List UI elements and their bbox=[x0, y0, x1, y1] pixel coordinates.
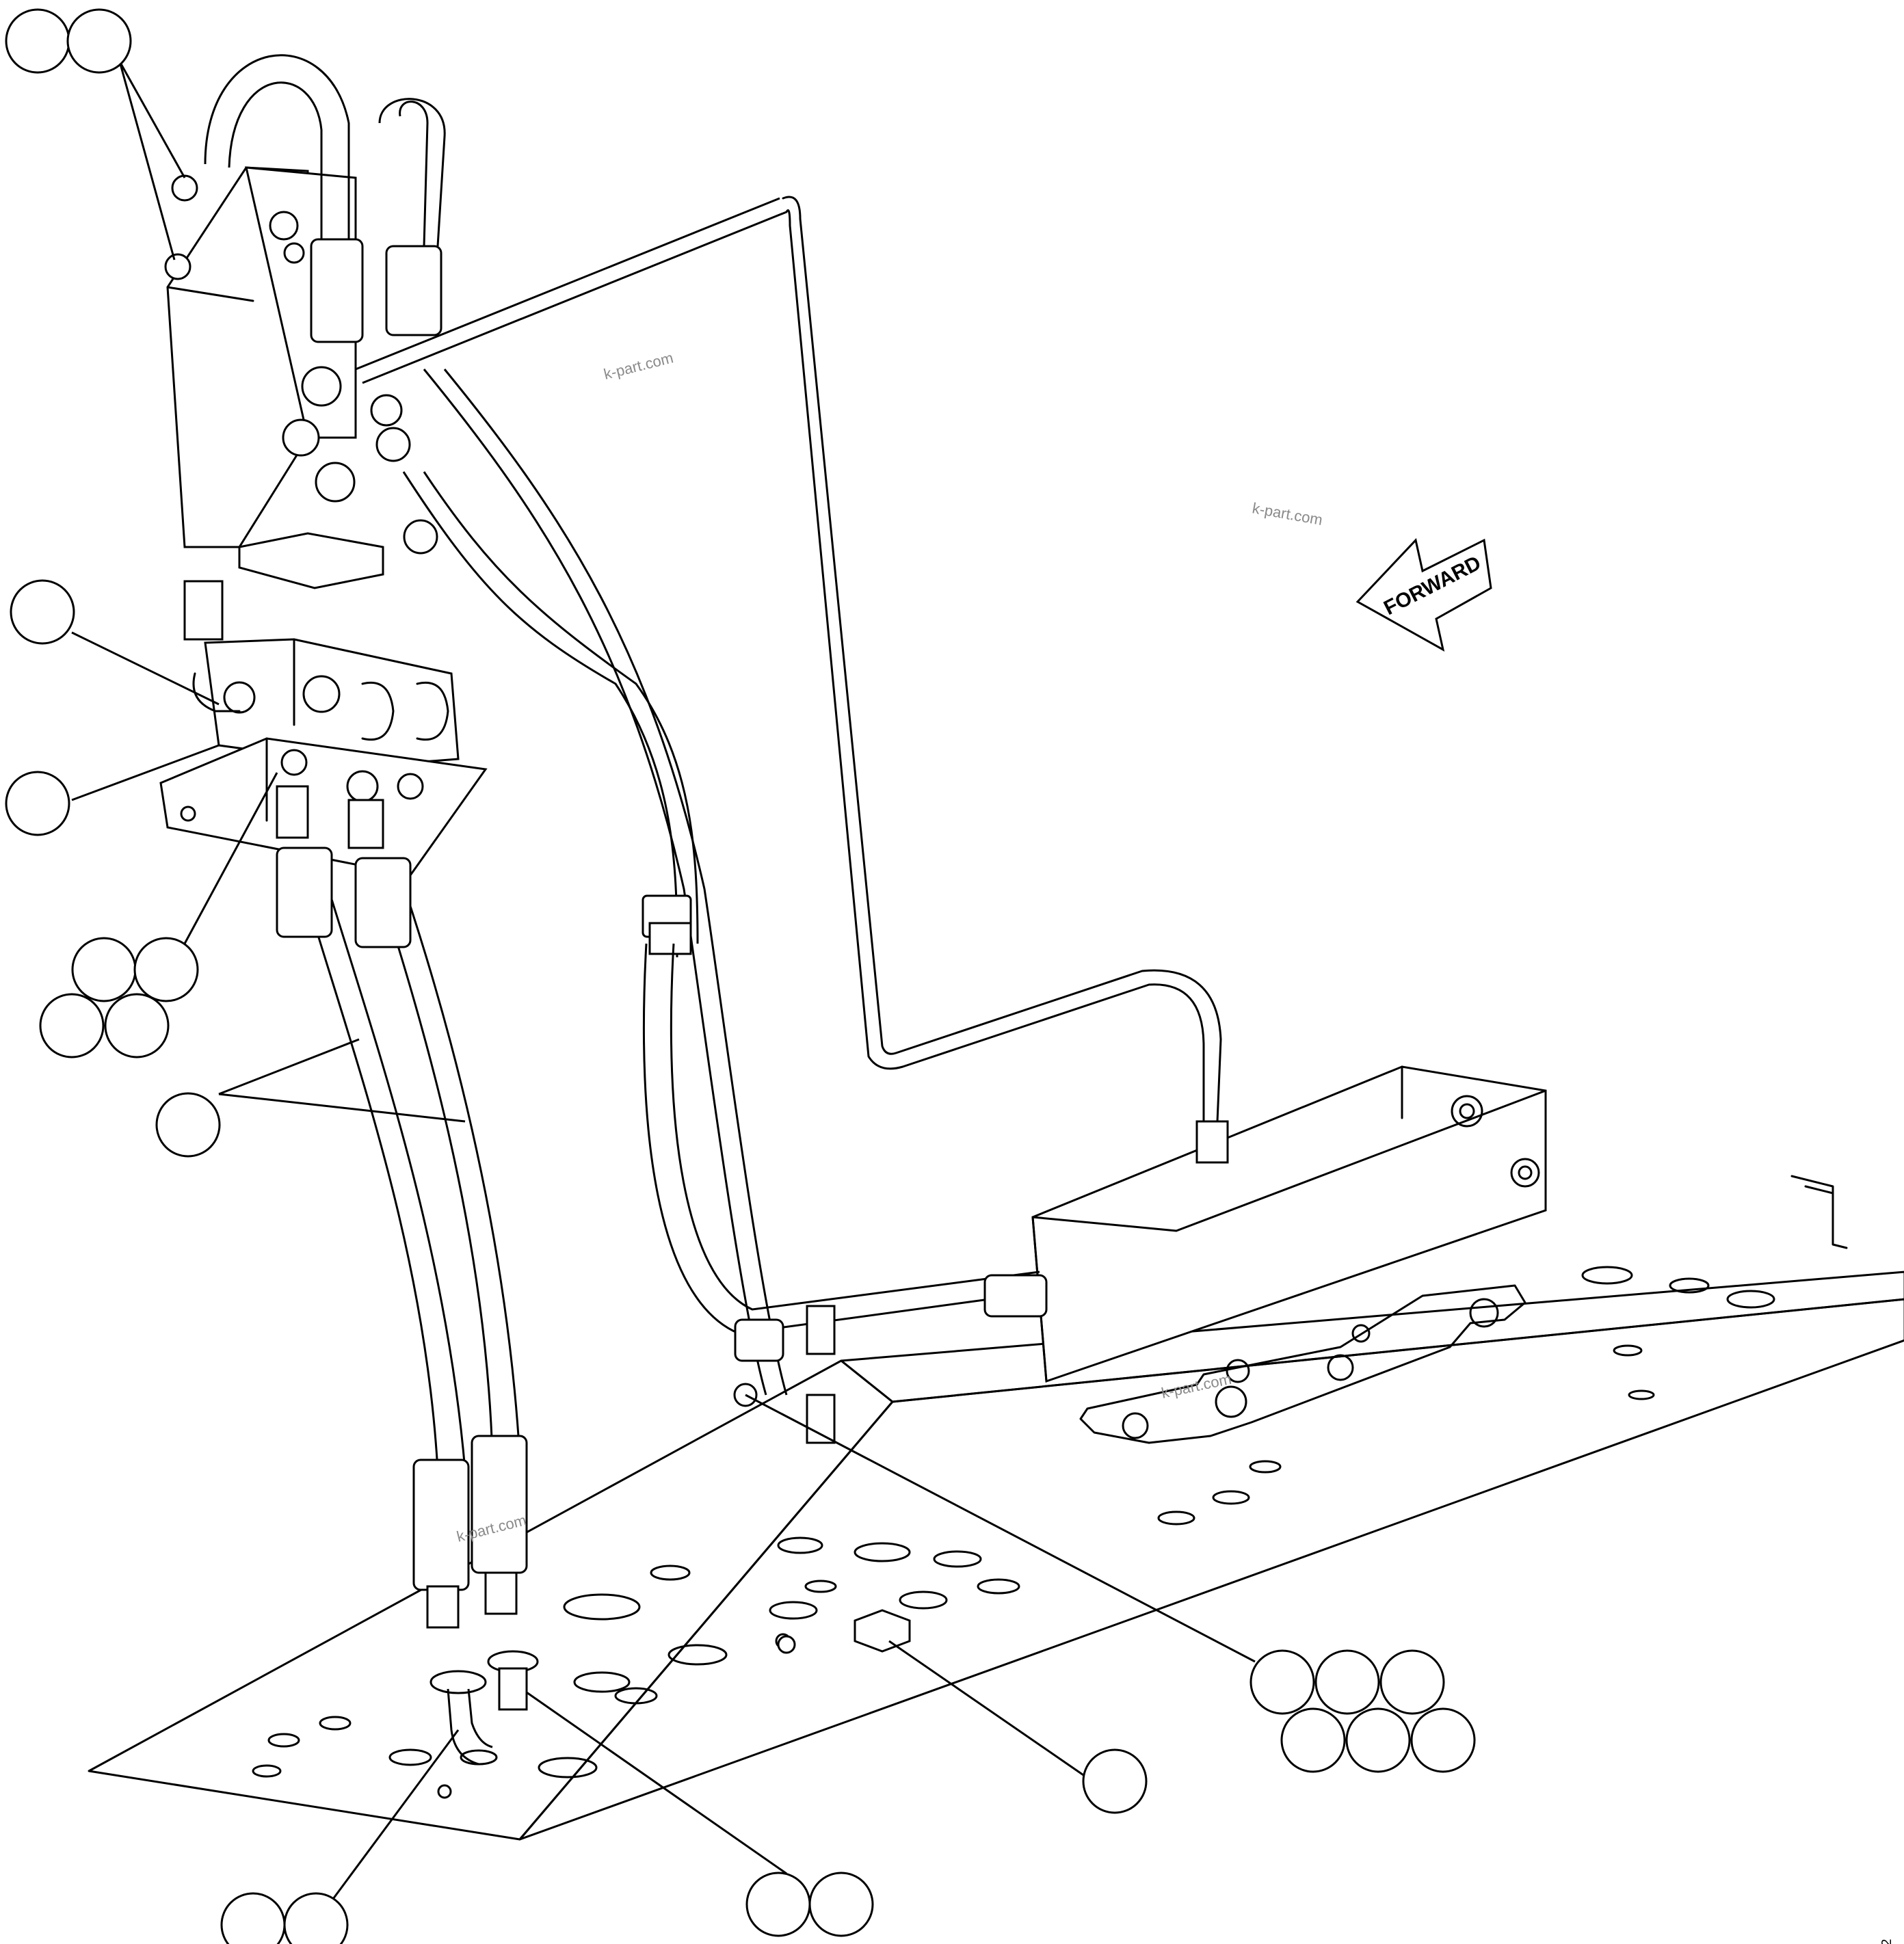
floor-plate bbox=[88, 1266, 1904, 1841]
callout-bubble bbox=[104, 993, 170, 1058]
callout-bubble bbox=[283, 1892, 349, 1944]
callout-bubble bbox=[10, 579, 75, 645]
callout-bubble bbox=[5, 8, 70, 74]
control-block-right bbox=[1031, 1065, 1848, 1383]
forward-arrow: FORWARD bbox=[1356, 537, 1492, 652]
callout-bubble bbox=[5, 771, 70, 836]
callout-bubble bbox=[745, 1872, 811, 1937]
lower-hoses bbox=[276, 847, 528, 1629]
raised-manifold-plate bbox=[1079, 1284, 1526, 1444]
callout-bubble bbox=[808, 1872, 874, 1937]
callout-bubble bbox=[66, 8, 132, 74]
callout-bubble bbox=[1410, 1707, 1476, 1773]
callout-bubble bbox=[1314, 1649, 1380, 1715]
callout-bubble bbox=[133, 937, 199, 1002]
callout-bubble bbox=[71, 937, 137, 1002]
watermarks: k-part.com k-part.com k-part.com k-part.… bbox=[455, 349, 1324, 1545]
callout-bubble bbox=[1280, 1707, 1346, 1773]
watermark-text: k-part.com bbox=[1160, 1370, 1233, 1402]
lower-valve-block bbox=[159, 580, 488, 877]
drawing-code: 6562 bbox=[1879, 1939, 1894, 1944]
callout-bubble bbox=[1250, 1649, 1315, 1715]
callout-bubble bbox=[39, 993, 105, 1058]
floor-fittings bbox=[429, 1609, 911, 1766]
watermark-text: k-part.com bbox=[602, 349, 675, 382]
callouts bbox=[5, 8, 1476, 1944]
callout-bubble bbox=[1379, 1649, 1445, 1715]
rigid-tube bbox=[782, 196, 1229, 1164]
middle-hose bbox=[402, 369, 1048, 1444]
callout-bubble bbox=[1345, 1707, 1411, 1773]
callout-bubble bbox=[155, 1092, 221, 1158]
callout-bubble bbox=[1082, 1748, 1148, 1814]
watermark-text: k-part.com bbox=[1251, 499, 1324, 529]
callout-bubble bbox=[220, 1892, 286, 1944]
upper-valve-block bbox=[164, 166, 438, 589]
upper-hoses bbox=[204, 54, 787, 384]
leader-lines bbox=[71, 61, 1256, 1915]
